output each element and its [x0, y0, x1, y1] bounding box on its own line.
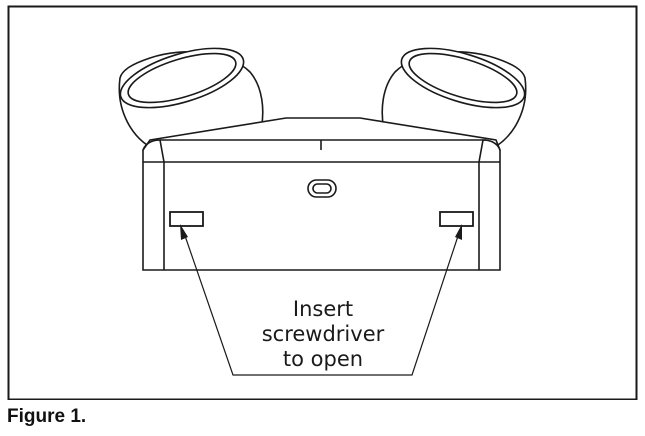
emergency-light-diagram: [7, 5, 638, 400]
left-arrowhead-icon: [180, 224, 188, 240]
figure-border: [7, 5, 638, 400]
left-lamp-head-icon: [118, 47, 264, 160]
figure-caption: Figure 1.: [7, 406, 87, 427]
left-screwdriver-slot: [169, 211, 204, 227]
callout-leader-lines: [182, 229, 461, 376]
right-screwdriver-slot: [439, 211, 474, 227]
callout-line-2: screwdriver: [261, 322, 385, 346]
test-button-icon: [307, 179, 337, 198]
right-arrowhead-icon: [455, 224, 462, 240]
callout-line-1: Insert: [292, 297, 354, 321]
callout-text: Insert screwdriver to open: [226, 297, 420, 372]
callout-line-3: to open: [282, 347, 364, 371]
light-housing: [142, 117, 501, 271]
